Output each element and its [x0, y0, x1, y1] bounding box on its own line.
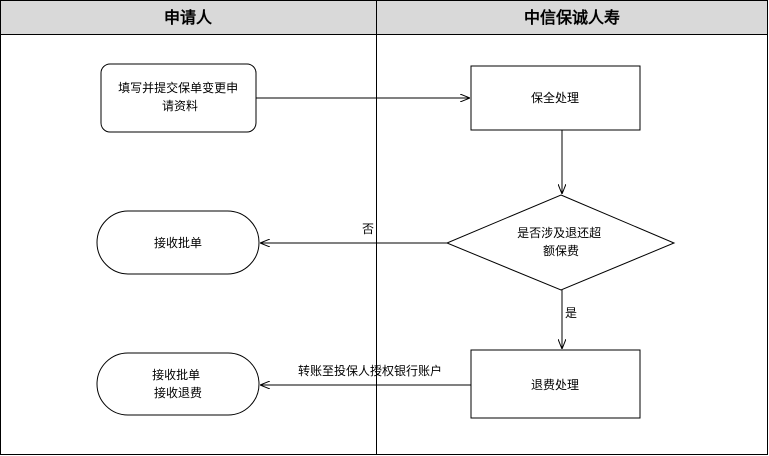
- node-fill-submit: 填写并提交保单变更申 请资料: [100, 63, 257, 133]
- header-band: [0, 0, 768, 35]
- node-receive-batch-refund: 接收批单 接收退费: [96, 352, 260, 416]
- node-decision-line2: 额保费: [543, 244, 579, 258]
- node-receive-batch-refund-line1: 接收批单: [152, 367, 200, 382]
- node-receive-batch-label: 接收批单: [154, 235, 202, 250]
- node-decision: 是否涉及退还超 额保费: [445, 194, 676, 291]
- node-receive-batch-refund-line2: 接收退费: [154, 385, 202, 400]
- node-preservation-label: 保全处理: [531, 90, 579, 105]
- node-refund-process-label: 退费处理: [531, 378, 579, 392]
- lane-title-insurer: 中信保诚人寿: [524, 8, 620, 27]
- svg-text:填写并提交保单变更申 请资料: 填写并提交保单变更申 请资料: [118, 80, 242, 113]
- svg-text:是否涉及退还超 额保费: 是否涉及退还超 额保费: [517, 225, 605, 258]
- lane-title-applicant: 申请人: [164, 8, 213, 27]
- svg-text:接收批单 接收退费: 接收批单 接收退费: [152, 367, 204, 400]
- edge-label-no: 否: [362, 222, 374, 236]
- node-decision-line1: 是否涉及退还超: [517, 225, 601, 240]
- edge-label-yes: 是: [565, 306, 577, 320]
- edge-label-transfer: 转账至投保人授权银行账户: [298, 363, 442, 378]
- node-fill-submit-line1: 填写并提交保单变更申: [118, 80, 238, 95]
- node-fill-submit-line2: 请资料: [162, 99, 198, 113]
- node-preservation: 保全处理: [470, 65, 641, 131]
- node-refund-process: 退费处理: [470, 349, 641, 419]
- node-receive-batch: 接收批单: [96, 210, 260, 275]
